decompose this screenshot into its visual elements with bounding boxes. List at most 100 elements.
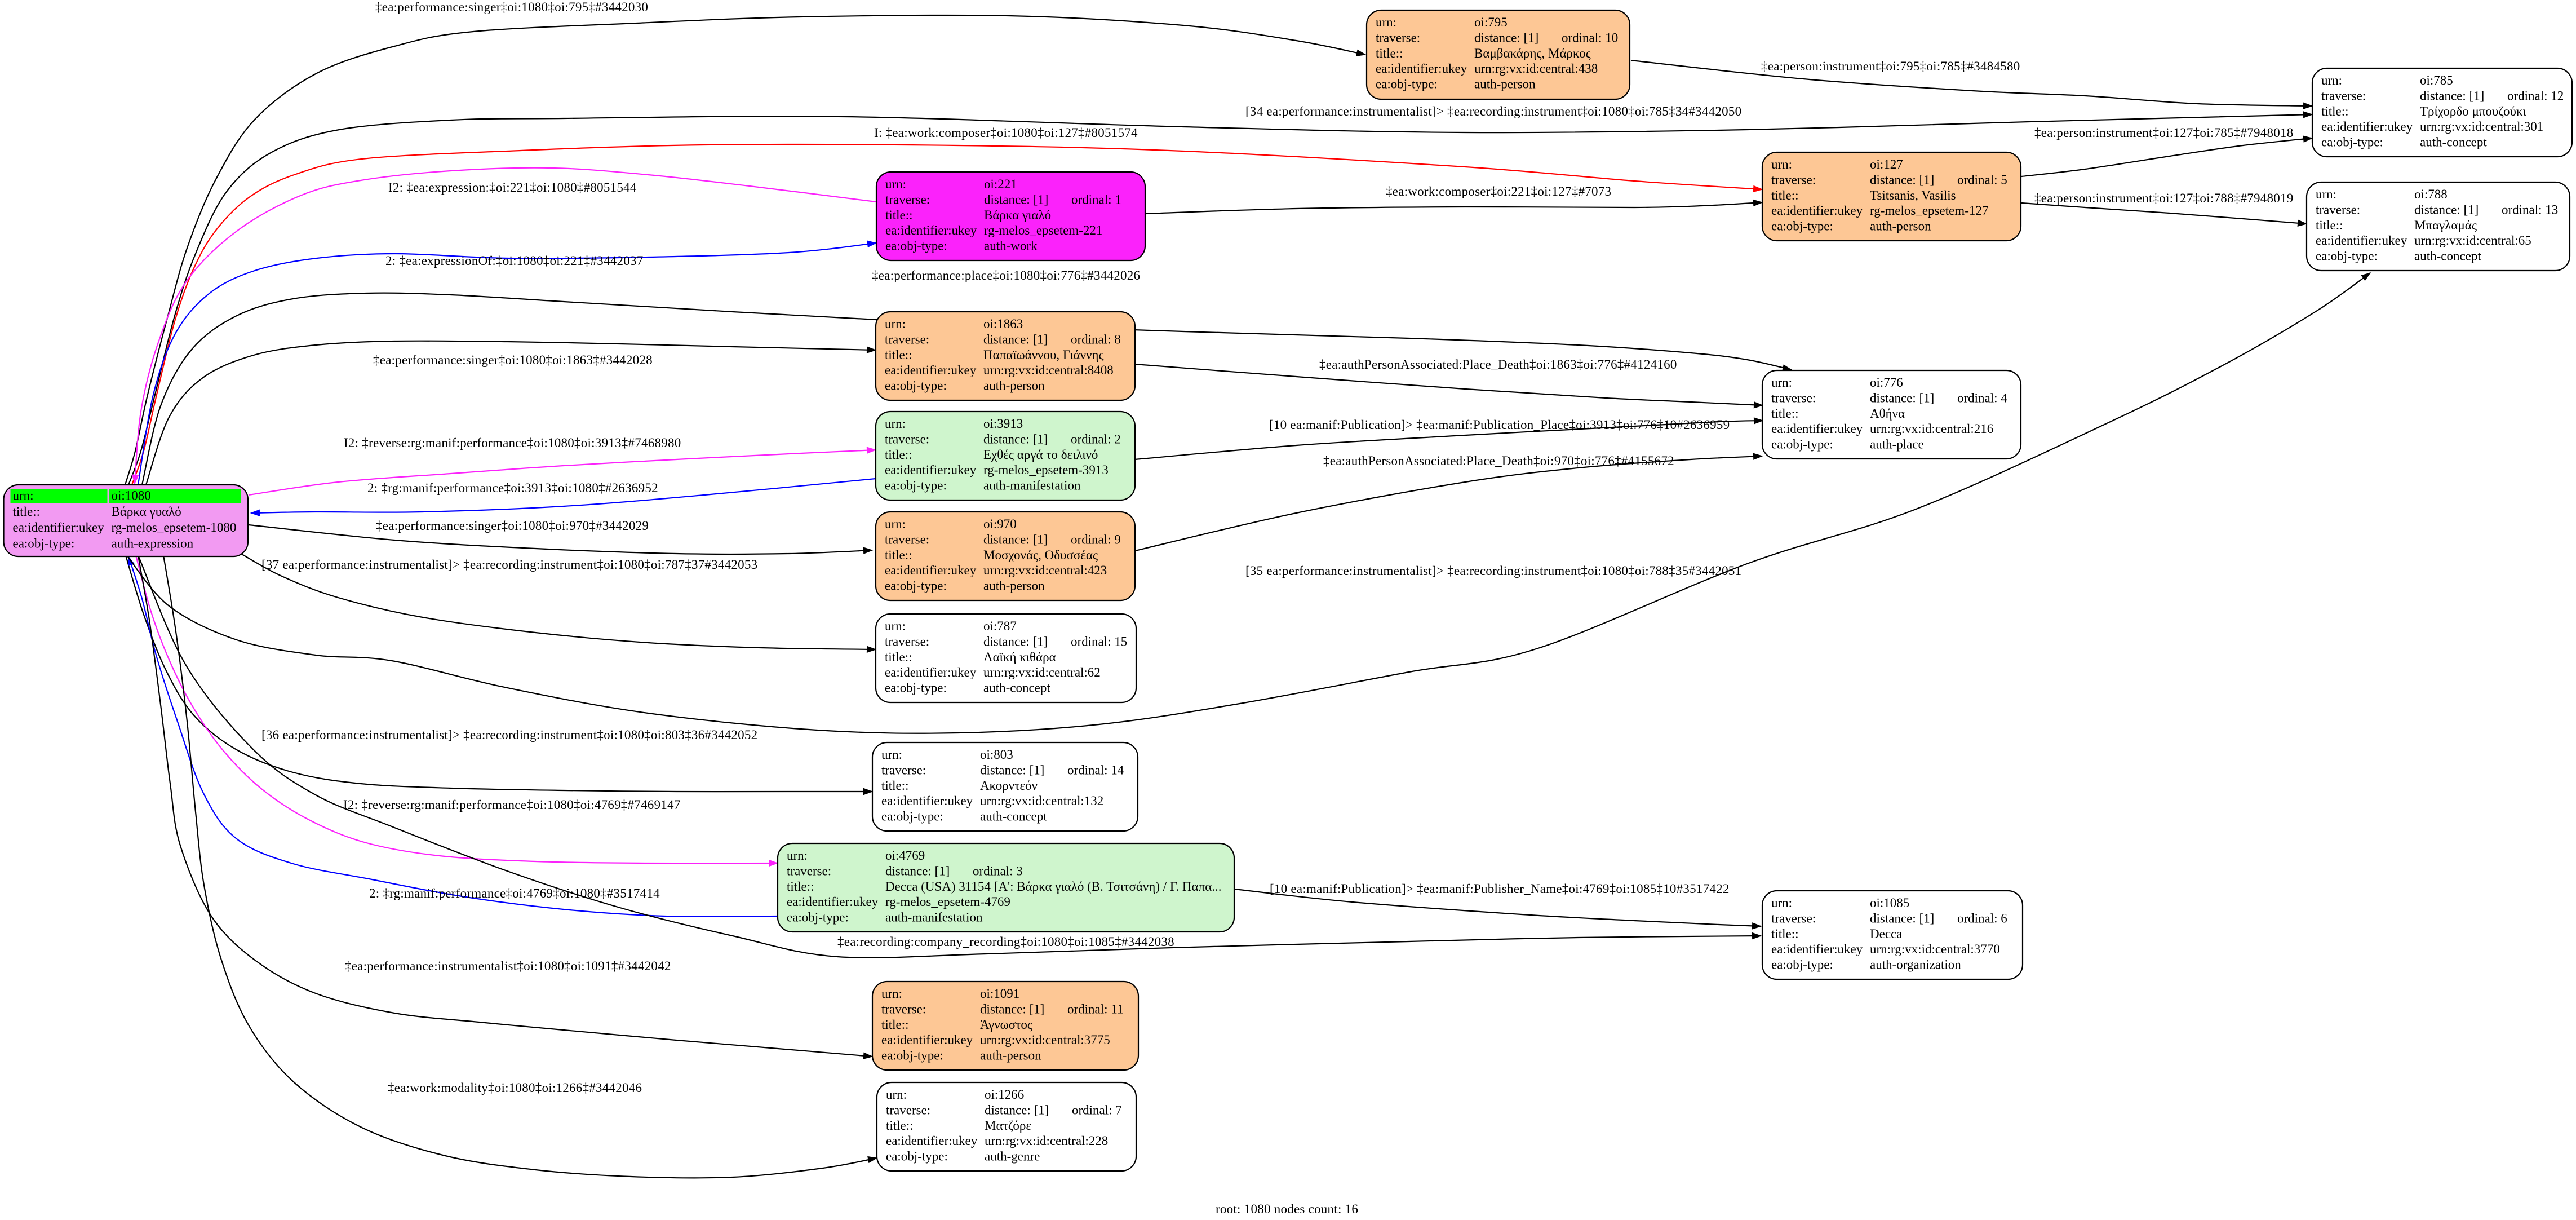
svg-text:urn:: urn: (885, 619, 906, 633)
svg-text:rg-melos_epsetem-1080: rg-melos_epsetem-1080 (112, 520, 237, 534)
svg-text:oi:1085: oi:1085 (1870, 896, 1909, 910)
svg-text:Τρίχορδο μπουζούκι: Τρίχορδο μπουζούκι (2420, 104, 2526, 118)
svg-text:ordinal: 8: ordinal: 8 (1071, 332, 1121, 346)
svg-text:distance: [1]: distance: [1] (1870, 173, 1934, 187)
svg-text:distance: [1]: distance: [1] (980, 1002, 1044, 1016)
svg-text:ordinal: 4: ordinal: 4 (1957, 391, 2007, 405)
svg-text:Βάρκα γυαλό: Βάρκα γυαλό (112, 505, 181, 519)
svg-text:traverse:: traverse: (2321, 89, 2366, 103)
svg-text:‡ea:person:instrument‡oi:127‡o: ‡ea:person:instrument‡oi:127‡oi:788‡#794… (2034, 191, 2293, 205)
svg-text:‡ea:authPersonAssociated:Place: ‡ea:authPersonAssociated:Place_Death‡oi:… (1323, 454, 1674, 468)
svg-text:2: ‡rg:manif:performance‡oi:39: 2: ‡rg:manif:performance‡oi:3913‡oi:1080… (367, 481, 658, 495)
svg-text:‡ea:performance:instrumentalis: ‡ea:performance:instrumentalist‡oi:1080‡… (345, 959, 671, 973)
svg-text:traverse:: traverse: (886, 1103, 930, 1117)
svg-text:oi:795: oi:795 (1474, 15, 1508, 29)
svg-text:ea:obj-type:: ea:obj-type: (1376, 77, 1438, 91)
svg-text:oi:788: oi:788 (2414, 187, 2448, 201)
svg-text:urn:: urn: (885, 517, 906, 531)
svg-text:‡ea:recording:company_recordin: ‡ea:recording:company_recording‡oi:1080‡… (837, 935, 1174, 949)
svg-text:ordinal: 14: ordinal: 14 (1067, 763, 1124, 777)
svg-text:urn:: urn: (13, 489, 34, 503)
svg-text:ea:obj-type:: ea:obj-type: (885, 681, 947, 695)
svg-text:2: ‡ea:expressionOf:‡oi:1080‡o: 2: ‡ea:expressionOf:‡oi:1080‡oi:221‡#344… (385, 254, 644, 268)
svg-text:‡ea:performance:singer‡oi:1080: ‡ea:performance:singer‡oi:1080‡oi:1863‡#… (373, 353, 653, 367)
svg-text:urn:: urn: (885, 417, 906, 431)
svg-text:ea:obj-type:: ea:obj-type: (1771, 958, 1833, 972)
svg-text:‡ea:work:composer‡oi:221‡oi:12: ‡ea:work:composer‡oi:221‡oi:127‡#7073 (1386, 184, 1611, 198)
svg-text:urn:rg:vx:id:central:3770: urn:rg:vx:id:central:3770 (1870, 942, 2000, 956)
svg-text:auth-expression: auth-expression (112, 536, 194, 550)
svg-text:urn:rg:vx:id:central:301: urn:rg:vx:id:central:301 (2420, 120, 2543, 134)
svg-text:distance: [1]: distance: [1] (1870, 391, 1934, 405)
svg-text:ordinal: 7: ordinal: 7 (1072, 1103, 1122, 1117)
svg-text:ea:identifier:ukey: ea:identifier:ukey (2316, 233, 2407, 247)
svg-text:ea:identifier:ukey: ea:identifier:ukey (1771, 204, 1863, 218)
svg-text:Εχθές αργά το δειλινό: Εχθές αργά το δειλινό (983, 448, 1098, 462)
svg-text:ea:obj-type:: ea:obj-type: (787, 910, 849, 925)
svg-text:urn:: urn: (1771, 375, 1792, 390)
svg-text:ea:obj-type:: ea:obj-type: (881, 1049, 943, 1063)
svg-text:auth-person: auth-person (980, 1049, 1041, 1063)
svg-text:auth-place: auth-place (1870, 437, 1924, 452)
svg-text:traverse:: traverse: (1771, 391, 1816, 405)
svg-text:ordinal: 3: ordinal: 3 (973, 864, 1023, 878)
svg-text:distance: [1]: distance: [1] (983, 532, 1048, 546)
svg-text:traverse:: traverse: (1376, 30, 1420, 45)
svg-text:‡ea:performance:singer‡oi:1080: ‡ea:performance:singer‡oi:1080‡oi:970‡#3… (376, 519, 649, 533)
svg-text:auth-concept: auth-concept (2420, 135, 2487, 149)
svg-text:2: ‡rg:manif:performance‡oi:47: 2: ‡rg:manif:performance‡oi:4769‡oi:1080… (369, 886, 660, 900)
svg-text:oi:776: oi:776 (1870, 375, 1903, 390)
svg-text:urn:rg:vx:id:central:423: urn:rg:vx:id:central:423 (983, 563, 1107, 577)
svg-text:urn:: urn: (885, 317, 906, 331)
svg-text:root: 1080 nodes count: 16: root: 1080 nodes count: 16 (1216, 1202, 1358, 1216)
svg-text:oi:1091: oi:1091 (980, 987, 1019, 1001)
svg-text:traverse:: traverse: (787, 864, 831, 878)
svg-text:ea:obj-type:: ea:obj-type: (885, 379, 947, 393)
svg-text:ordinal: 13: ordinal: 13 (2502, 202, 2558, 216)
svg-text:distance: [1]: distance: [1] (2420, 89, 2484, 103)
svg-text:auth-person: auth-person (1474, 77, 1536, 91)
svg-text:Tsitsanis, Vasilis: Tsitsanis, Vasilis (1870, 188, 1956, 202)
svg-text:traverse:: traverse: (881, 763, 926, 777)
svg-text:rg-melos_epsetem-3913: rg-melos_epsetem-3913 (983, 463, 1109, 477)
svg-text:‡ea:person:instrument‡oi:795‡o: ‡ea:person:instrument‡oi:795‡oi:785‡#348… (1761, 59, 2020, 73)
svg-text:urn:: urn: (1771, 157, 1792, 171)
svg-text:urn:rg:vx:id:central:65: urn:rg:vx:id:central:65 (2414, 233, 2531, 247)
svg-text:ordinal: 11: ordinal: 11 (1067, 1002, 1123, 1016)
svg-text:[37 ea:performance:instrumenta: [37 ea:performance:instrumentalist]> ‡ea… (261, 558, 757, 572)
svg-text:auth-concept: auth-concept (983, 681, 1050, 695)
svg-text:ea:obj-type:: ea:obj-type: (2316, 249, 2378, 263)
svg-text:title::: title:: (787, 879, 814, 894)
svg-text:oi:1080: oi:1080 (112, 489, 151, 503)
svg-text:ea:obj-type:: ea:obj-type: (1771, 437, 1833, 452)
svg-text:oi:803: oi:803 (980, 748, 1013, 762)
svg-text:ordinal: 9: ordinal: 9 (1071, 532, 1121, 546)
svg-text:ea:obj-type:: ea:obj-type: (885, 579, 947, 593)
svg-text:‡ea:work:modality‡oi:1080‡oi:1: ‡ea:work:modality‡oi:1080‡oi:1266‡#34420… (388, 1081, 642, 1095)
svg-text:distance: [1]: distance: [1] (1870, 911, 1934, 925)
svg-text:Decca (USA) 31154 [Α': Βάρκα γ: Decca (USA) 31154 [Α': Βάρκα γιαλό (Β. Τ… (885, 879, 1222, 894)
svg-text:auth-manifestation: auth-manifestation (983, 479, 1081, 493)
svg-text:ea:obj-type:: ea:obj-type: (885, 239, 947, 253)
svg-text:distance: [1]: distance: [1] (1474, 30, 1538, 45)
svg-text:title::: title:: (13, 505, 41, 519)
svg-text:traverse:: traverse: (1771, 911, 1816, 925)
svg-text:[35 ea:performance:instrumenta: [35 ea:performance:instrumentalist]> ‡ea… (1245, 564, 1741, 578)
svg-text:traverse:: traverse: (885, 432, 929, 446)
svg-text:ea:obj-type:: ea:obj-type: (2321, 135, 2383, 149)
svg-text:ea:identifier:ukey: ea:identifier:ukey (881, 1033, 973, 1047)
svg-text:oi:1863: oi:1863 (983, 317, 1023, 331)
svg-text:urn:: urn: (2321, 73, 2342, 87)
svg-text:ea:identifier:ukey: ea:identifier:ukey (885, 463, 977, 477)
svg-text:Άγνωστος: Άγνωστος (980, 1018, 1032, 1032)
svg-text:ea:identifier:ukey: ea:identifier:ukey (1376, 61, 1467, 76)
svg-text:Βάρκα γιαλό: Βάρκα γιαλό (984, 208, 1051, 222)
svg-text:‡ea:performance:place‡oi:1080‡: ‡ea:performance:place‡oi:1080‡oi:776‡#34… (872, 268, 1140, 282)
svg-text:traverse:: traverse: (885, 192, 930, 206)
svg-text:title::: title:: (885, 448, 912, 462)
svg-text:I2: ‡reverse:rg:manif:performa: I2: ‡reverse:rg:manif:performance‡oi:108… (343, 798, 681, 812)
svg-text:traverse:: traverse: (2316, 202, 2360, 216)
svg-text:ea:obj-type:: ea:obj-type: (885, 479, 947, 493)
svg-text:distance: [1]: distance: [1] (2414, 202, 2479, 216)
svg-text:traverse:: traverse: (881, 1002, 926, 1016)
